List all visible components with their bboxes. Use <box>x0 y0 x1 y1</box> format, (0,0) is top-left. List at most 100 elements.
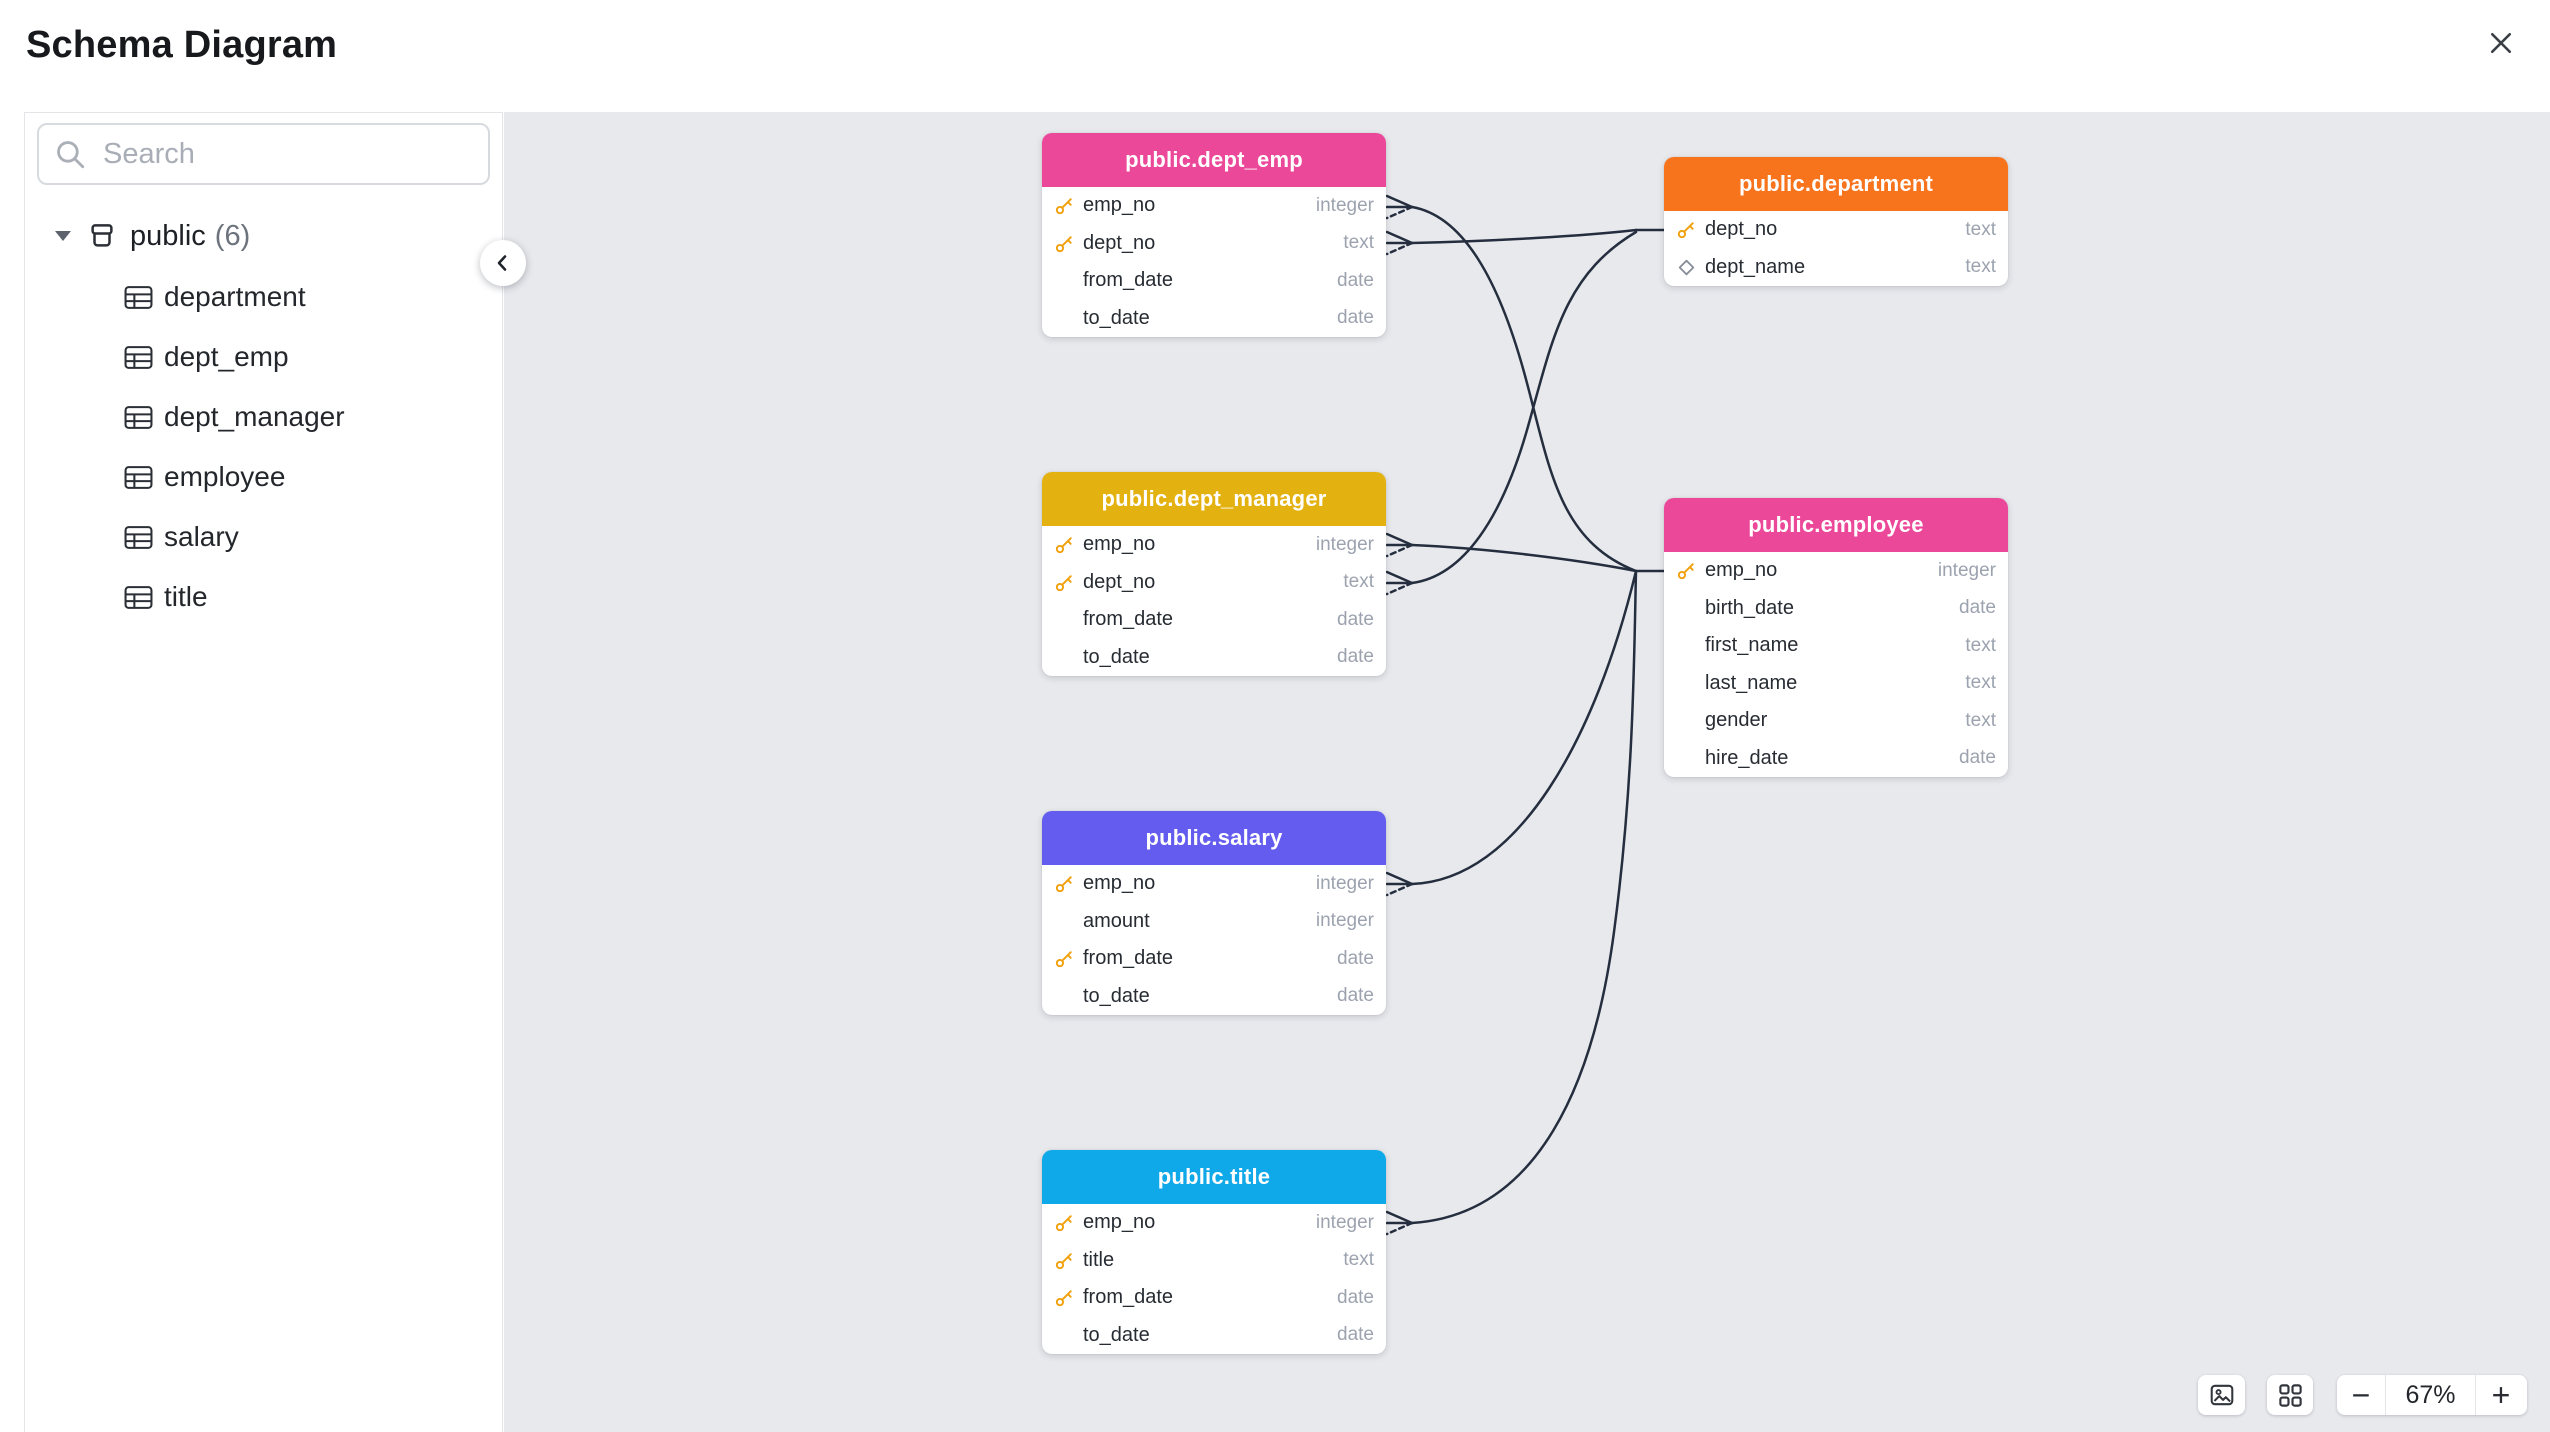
table-column-row[interactable]: to_date date <box>1042 1317 1386 1355</box>
column-type: date <box>1337 307 1374 329</box>
schema-table-count: (6) <box>214 219 251 252</box>
table-column-row[interactable]: to_date date <box>1042 639 1386 677</box>
edge-title-employee <box>1410 569 1638 1225</box>
schema-node-public[interactable]: public (6) <box>25 205 502 267</box>
table-icon <box>124 345 153 370</box>
chevron-left-icon <box>497 255 507 271</box>
sidebar-item-label: employee <box>164 461 286 492</box>
table-column-row[interactable]: dept_no text <box>1664 211 2008 249</box>
export-image-button[interactable] <box>2198 1375 2245 1415</box>
zoom-out-button[interactable]: − <box>2337 1375 2386 1415</box>
table-column-row[interactable]: emp_no integer <box>1664 552 2008 590</box>
column-name: gender <box>1705 709 1768 732</box>
close-button[interactable] <box>2477 19 2525 67</box>
column-name: dept_name <box>1705 255 1806 278</box>
edge-dept_manager-department <box>1410 230 1638 585</box>
sidebar-item-dept_emp[interactable]: dept_emp <box>25 327 502 387</box>
zoom-in-button[interactable]: + <box>2475 1375 2526 1415</box>
column-type: text <box>1965 634 1996 656</box>
column-type: text <box>1343 232 1374 254</box>
sidebar-collapse-button[interactable] <box>480 240 526 286</box>
sidebar-item-label: dept_emp <box>164 341 289 372</box>
column-name: amount <box>1083 909 1150 932</box>
column-name: emp_no <box>1705 559 1778 582</box>
table-node-title[interactable]: public.department <box>1664 157 2008 211</box>
crowfoot-many-icon <box>1385 570 1414 596</box>
table-column-row[interactable]: emp_no integer <box>1042 865 1386 903</box>
table-column-row[interactable]: dept_name text <box>1664 249 2008 287</box>
column-name: from_date <box>1083 1286 1174 1309</box>
search-box[interactable] <box>37 123 490 185</box>
column-type: date <box>1337 1286 1374 1308</box>
table-column-row[interactable]: amount integer <box>1042 903 1386 941</box>
sidebar-item-employee[interactable]: employee <box>25 447 502 507</box>
table-node-title[interactable]: public.title emp_no integer title text f… <box>1042 1150 1386 1354</box>
column-name: to_date <box>1083 645 1150 668</box>
column-type: date <box>1959 747 1996 769</box>
crowfoot-many-icon <box>1385 1210 1414 1236</box>
table-column-row[interactable]: from_date date <box>1042 601 1386 639</box>
column-name: last_name <box>1705 671 1798 694</box>
table-icon <box>124 465 153 490</box>
column-type: text <box>1965 672 1996 694</box>
table-column-row[interactable]: from_date date <box>1042 940 1386 978</box>
table-column-row[interactable]: emp_no integer <box>1042 1204 1386 1242</box>
chevron-down-icon[interactable] <box>55 231 71 241</box>
close-icon <box>2490 32 2512 54</box>
zoom-level: 67% <box>2405 1380 2456 1409</box>
table-node-dept_manager[interactable]: public.dept_manager emp_no integer dept_… <box>1042 472 1386 676</box>
column-name: to_date <box>1083 984 1150 1007</box>
table-column-row[interactable]: hire_date date <box>1664 740 2008 778</box>
primary-key-icon <box>1055 236 1072 252</box>
table-node-title[interactable]: public.employee <box>1664 498 2008 552</box>
edge-dept_emp-department <box>1410 228 1638 245</box>
table-column-row[interactable]: from_date date <box>1042 262 1386 300</box>
column-name: to_date <box>1083 1323 1150 1346</box>
column-type: date <box>1337 947 1374 969</box>
table-column-row[interactable]: dept_no text <box>1042 225 1386 263</box>
table-column-row[interactable]: last_name text <box>1664 665 2008 703</box>
auto-layout-button[interactable] <box>2267 1375 2313 1415</box>
grid-icon <box>2278 1383 2302 1407</box>
sidebar-item-department[interactable]: department <box>25 267 502 327</box>
table-node-title[interactable]: public.salary <box>1042 811 1386 865</box>
column-type: integer <box>1315 872 1374 894</box>
search-input[interactable] <box>101 136 474 172</box>
table-column-row[interactable]: birth_date date <box>1664 590 2008 628</box>
table-node-title[interactable]: public.dept_manager <box>1042 472 1386 526</box>
table-column-row[interactable]: to_date date <box>1042 978 1386 1016</box>
table-column-row[interactable]: dept_no text <box>1042 564 1386 602</box>
column-type: integer <box>1315 194 1374 216</box>
sidebar-item-salary[interactable]: salary <box>25 507 502 567</box>
primary-key-icon <box>1677 222 1694 239</box>
zoom-control: − 67% + <box>2337 1375 2527 1415</box>
table-icon <box>124 585 153 610</box>
primary-key-icon <box>1055 575 1072 591</box>
table-node-title[interactable]: public.dept_emp <box>1042 133 1386 187</box>
sidebar-item-title[interactable]: title <box>25 567 502 627</box>
table-column-row[interactable]: from_date date <box>1042 1279 1386 1317</box>
table-icon <box>124 405 153 430</box>
primary-key-icon <box>1055 198 1072 215</box>
column-type: integer <box>1315 533 1374 555</box>
table-node-employee[interactable]: public.employee emp_no integer birth_dat… <box>1664 498 2008 777</box>
table-column-row[interactable]: gender text <box>1664 702 2008 740</box>
sidebar-item-label: department <box>164 281 306 312</box>
table-node-title[interactable]: public.title <box>1042 1150 1386 1204</box>
table-node-department[interactable]: public.department dept_no text dept_name… <box>1664 157 2008 286</box>
table-column-row[interactable]: first_name text <box>1664 627 2008 665</box>
primary-key-icon <box>1055 1253 1072 1269</box>
table-node-salary[interactable]: public.salary emp_no integer amount inte… <box>1042 811 1386 1015</box>
column-name: to_date <box>1083 306 1150 329</box>
table-column-row[interactable]: emp_no integer <box>1042 187 1386 225</box>
sidebar-item-dept_manager[interactable]: dept_manager <box>25 387 502 447</box>
schema-icon <box>91 224 113 247</box>
sidebar-item-label: title <box>164 581 208 612</box>
diagram-canvas[interactable]: public.dept_emp emp_no integer dept_no t… <box>504 112 2550 1432</box>
column-type: date <box>1959 597 1996 619</box>
table-node-dept_emp[interactable]: public.dept_emp emp_no integer dept_no t… <box>1042 133 1386 337</box>
table-column-row[interactable]: emp_no integer <box>1042 526 1386 564</box>
table-column-row[interactable]: title text <box>1042 1242 1386 1280</box>
column-type: text <box>1965 218 1996 240</box>
table-column-row[interactable]: to_date date <box>1042 300 1386 338</box>
